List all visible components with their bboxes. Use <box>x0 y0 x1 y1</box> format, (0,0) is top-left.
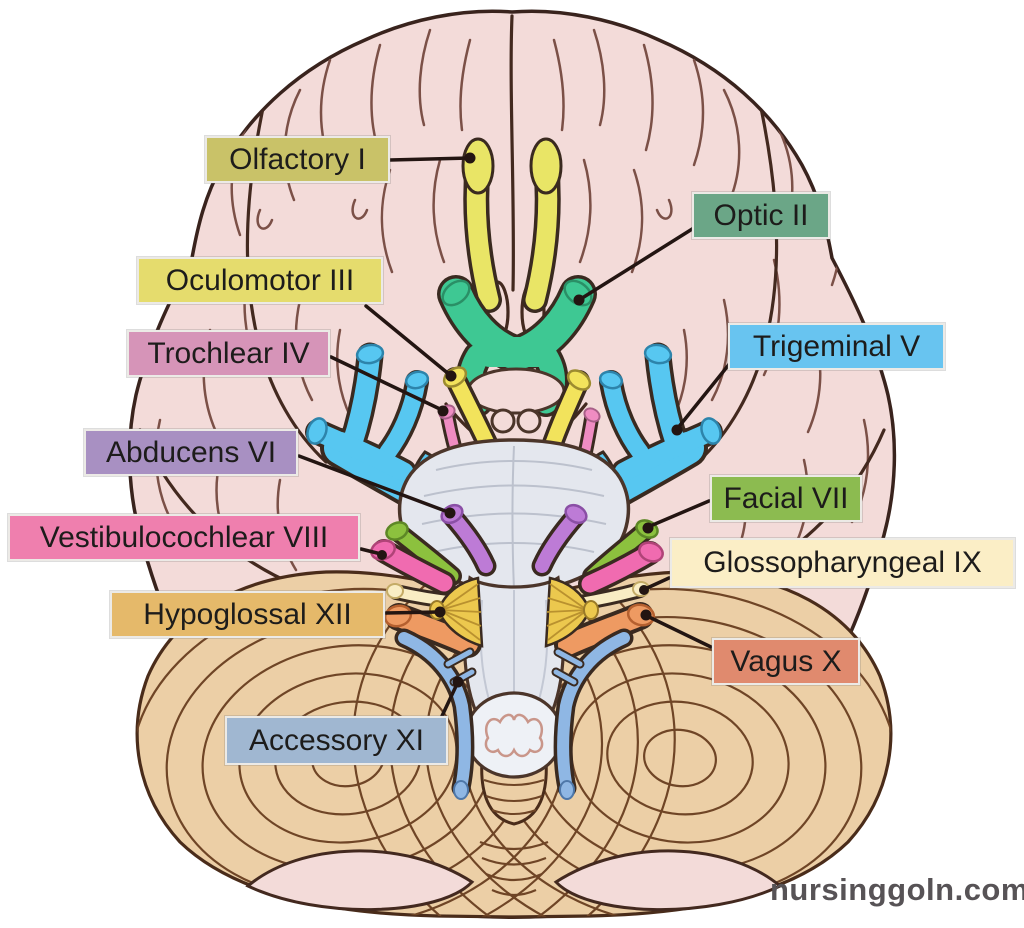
label-abducens-vi: Abducens VI <box>84 429 298 476</box>
label-glossopharyngeal-ix: Glossopharyngeal IX <box>670 538 1015 588</box>
olfactory-nerve <box>461 137 563 313</box>
label-trigeminal-v: Trigeminal V <box>728 323 945 370</box>
abducens-nerve <box>440 503 588 577</box>
label-facial-vii: Facial VII <box>710 475 862 522</box>
watermark: nursinggoln.com <box>770 872 1024 907</box>
label-accessory-xi: Accessory XI <box>225 716 448 765</box>
hypoglossal-nerve <box>429 576 599 648</box>
label-olfactory-i: Olfactory I <box>205 136 390 183</box>
label-oculomotor-iii: Oculomotor III <box>137 257 383 304</box>
label-vagus-x: Vagus X <box>712 638 860 685</box>
label-optic-ii: Optic II <box>692 192 830 239</box>
spinal-cord <box>464 691 564 897</box>
label-hypoglossal-xii: Hypoglossal XII <box>110 591 385 638</box>
accessory-nerve <box>394 628 634 800</box>
occipital-lobes <box>245 849 783 911</box>
label-vestibulocochlear-viii: Vestibulocochlear VIII <box>8 514 360 561</box>
vermis-lines <box>479 840 549 897</box>
vestibulocochlear-nerve <box>370 539 664 596</box>
gray-matter-butterfly <box>484 713 544 758</box>
label-trochlear-iv: Trochlear IV <box>127 330 330 377</box>
